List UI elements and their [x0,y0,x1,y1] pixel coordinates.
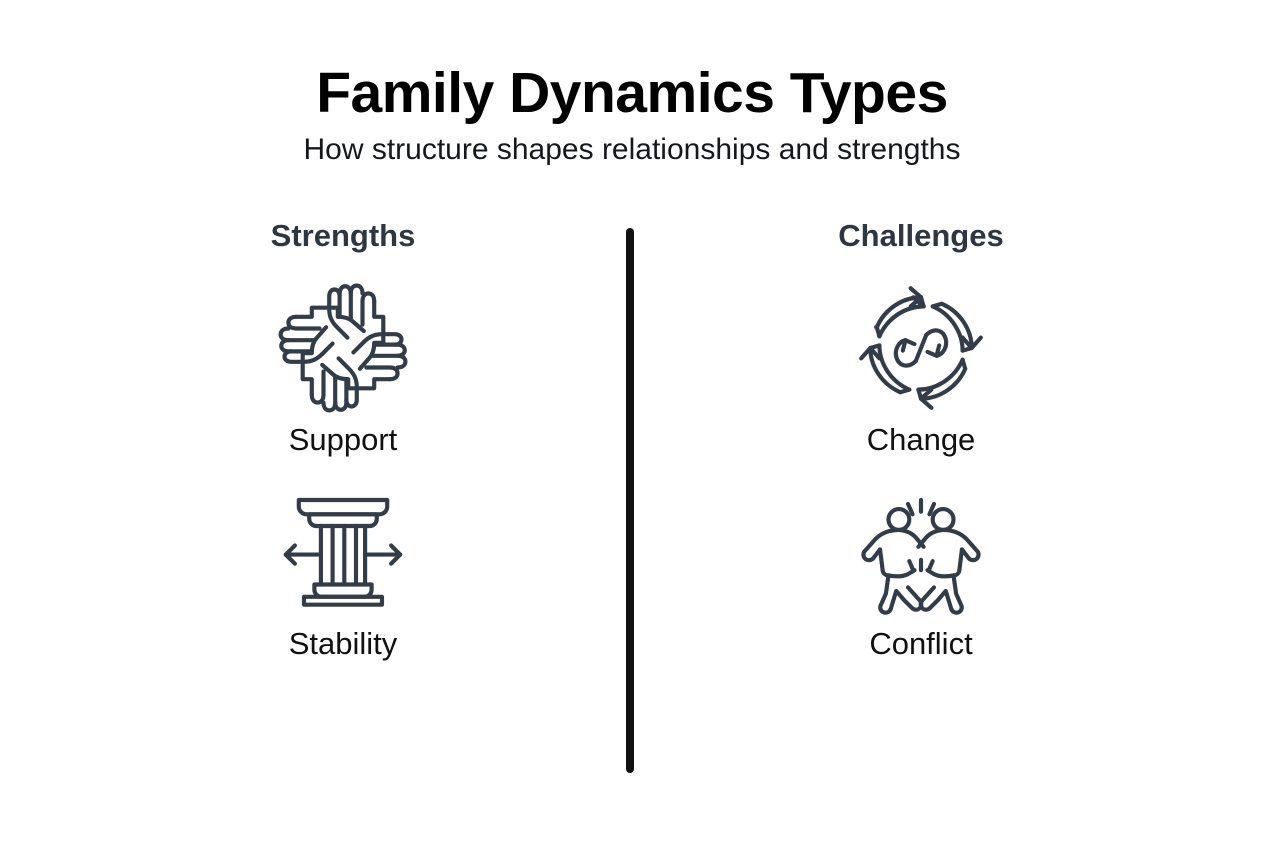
column-heading-challenges: Challenges [838,218,1004,253]
items-list-strengths: Support [63,283,623,691]
column-strengths: Strengths [63,215,623,661]
list-item-label: Support [288,422,398,457]
column-pillar-arrows-icon [278,487,408,617]
page-title: Family Dynamics Types [316,61,948,125]
center-divider [626,228,634,773]
column-heading-strengths: Strengths [270,218,416,253]
cycle-arrows-icon [856,283,986,413]
two-people-clash-icon [856,487,986,617]
list-item-change[interactable]: Change [641,283,1201,459]
four-hands-teamwork-icon [278,283,408,413]
column-challenges: Challenges [641,215,1201,661]
list-item-label: Stability [288,626,398,661]
list-item-support[interactable]: Support [63,283,623,459]
items-list-challenges: Change [641,283,1201,691]
header: Family Dynamics Types How structure shap… [0,62,1264,168]
list-item-label: Change [866,422,976,457]
list-item-stability[interactable]: Stability [63,487,623,663]
page-subtitle: How structure shapes relationships and s… [303,133,961,166]
list-item-conflict[interactable]: Conflict [641,487,1201,663]
columns-container: Strengths [0,215,1264,795]
list-item-label: Conflict [869,626,973,661]
